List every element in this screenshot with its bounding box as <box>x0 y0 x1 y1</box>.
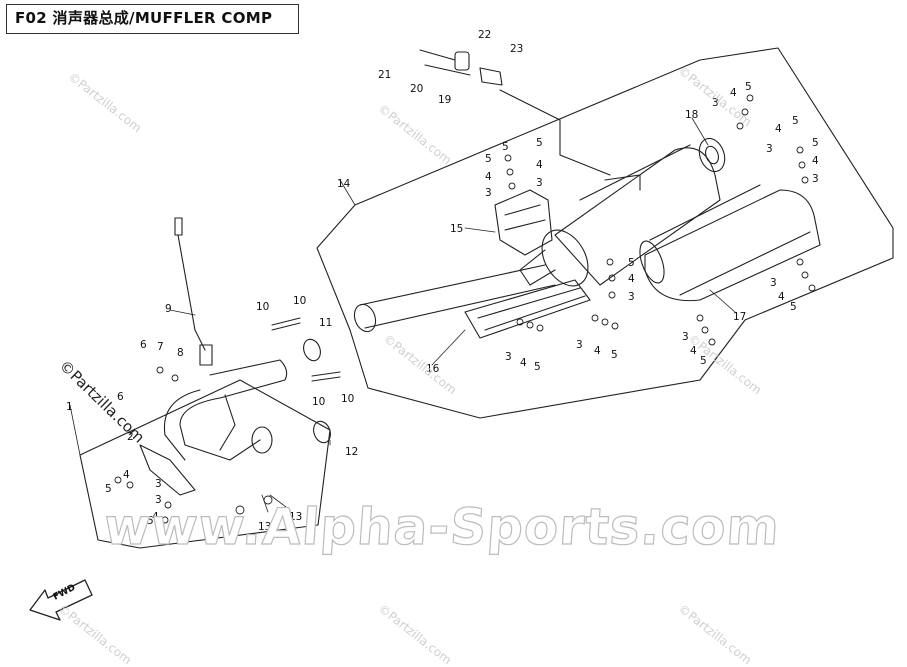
shield-15 <box>494 189 553 256</box>
heat-shield-16 <box>464 279 591 339</box>
label-5: 5 <box>812 137 819 149</box>
label-3: 3 <box>536 177 543 189</box>
exhaust-pipe <box>353 264 556 333</box>
callout-labels: 1 2 3 3 4 4 5 5 6 6 7 8 9 10 10 10 10 11… <box>52 29 819 603</box>
label-18: 18 <box>685 109 698 121</box>
label-5: 5 <box>700 355 707 367</box>
label-3: 3 <box>155 494 162 506</box>
label-4: 4 <box>778 291 785 303</box>
label-4: 4 <box>775 123 782 135</box>
label-19: 19 <box>438 94 451 106</box>
label-10: 10 <box>256 301 269 313</box>
label-3: 3 <box>770 277 777 289</box>
label-5: 5 <box>105 483 112 495</box>
label-5: 5 <box>792 115 799 127</box>
label-20: 20 <box>410 83 423 95</box>
label-10: 10 <box>312 396 325 408</box>
label-4: 4 <box>628 273 635 285</box>
leader-lines <box>69 117 736 513</box>
label-4: 4 <box>690 345 697 357</box>
heat-shield-17 <box>639 184 821 302</box>
label-4: 4 <box>520 357 527 369</box>
label-4: 4 <box>594 345 601 357</box>
label-3: 3 <box>812 173 819 185</box>
label-21: 21 <box>378 69 391 81</box>
gasket-12 <box>313 420 331 444</box>
label-3: 3 <box>628 291 635 303</box>
fwd-label: FWD <box>52 583 77 603</box>
label-7: 7 <box>157 341 164 353</box>
header-pipe <box>163 359 288 461</box>
label-3: 3 <box>712 97 719 109</box>
springs-10 <box>271 317 341 382</box>
group-outline-14 <box>316 47 894 419</box>
label-8: 8 <box>177 347 184 359</box>
sensor-9 <box>174 217 213 366</box>
label-3: 3 <box>576 339 583 351</box>
label-5: 5 <box>534 361 541 373</box>
label-4: 4 <box>536 159 543 171</box>
label-16: 16 <box>426 363 440 375</box>
end-cap-18 <box>698 137 726 173</box>
label-4: 4 <box>812 155 819 167</box>
watermark-alpha-sports: www.Alpha-Sports.com <box>102 497 783 556</box>
label-3: 3 <box>682 331 689 343</box>
label-2: 2 <box>127 431 134 443</box>
label-5: 5 <box>790 301 797 313</box>
label-3: 3 <box>155 478 162 490</box>
label-9: 9 <box>165 303 172 315</box>
label-12: 12 <box>345 446 358 458</box>
label-23: 23 <box>510 43 523 55</box>
label-5: 5 <box>628 257 635 269</box>
gasket-11 <box>303 338 321 362</box>
bracket-2 <box>139 444 196 496</box>
label-5: 5 <box>502 141 509 153</box>
label-14: 14 <box>337 178 351 190</box>
label-3: 3 <box>766 143 773 155</box>
label-1: 1 <box>66 401 73 413</box>
label-4: 4 <box>485 171 492 183</box>
label-10: 10 <box>293 295 306 307</box>
muffler-body <box>519 144 721 287</box>
label-6: 6 <box>140 339 147 351</box>
label-15: 15 <box>450 223 463 235</box>
label-6: 6 <box>117 391 124 403</box>
hanger-parts <box>419 49 611 176</box>
fasteners <box>114 94 816 524</box>
diagram-title: F02 消声器总成/MUFFLER COMP <box>6 4 299 34</box>
label-13: 13 <box>258 521 271 533</box>
label-4: 4 <box>152 511 159 523</box>
label-3: 3 <box>485 187 492 199</box>
diagram-frame: F02 消声器总成/MUFFLER COMP <box>6 4 894 667</box>
label-10: 10 <box>341 393 354 405</box>
label-13: 13 <box>289 511 302 523</box>
label-5: 5 <box>611 349 618 361</box>
label-3: 3 <box>505 351 512 363</box>
label-4: 4 <box>730 87 737 99</box>
label-4: 4 <box>123 469 130 481</box>
label-5: 5 <box>147 515 154 527</box>
label-11: 11 <box>319 317 332 329</box>
fwd-arrow <box>29 579 93 621</box>
label-17: 17 <box>733 311 746 323</box>
label-22: 22 <box>478 29 491 41</box>
label-5: 5 <box>485 153 492 165</box>
label-5: 5 <box>536 137 543 149</box>
group-outline-1 <box>79 379 331 549</box>
label-5: 5 <box>745 81 752 93</box>
exploded-view-diagram: 1 2 3 3 4 4 5 5 6 6 7 8 9 10 10 10 10 11… <box>29 29 894 621</box>
